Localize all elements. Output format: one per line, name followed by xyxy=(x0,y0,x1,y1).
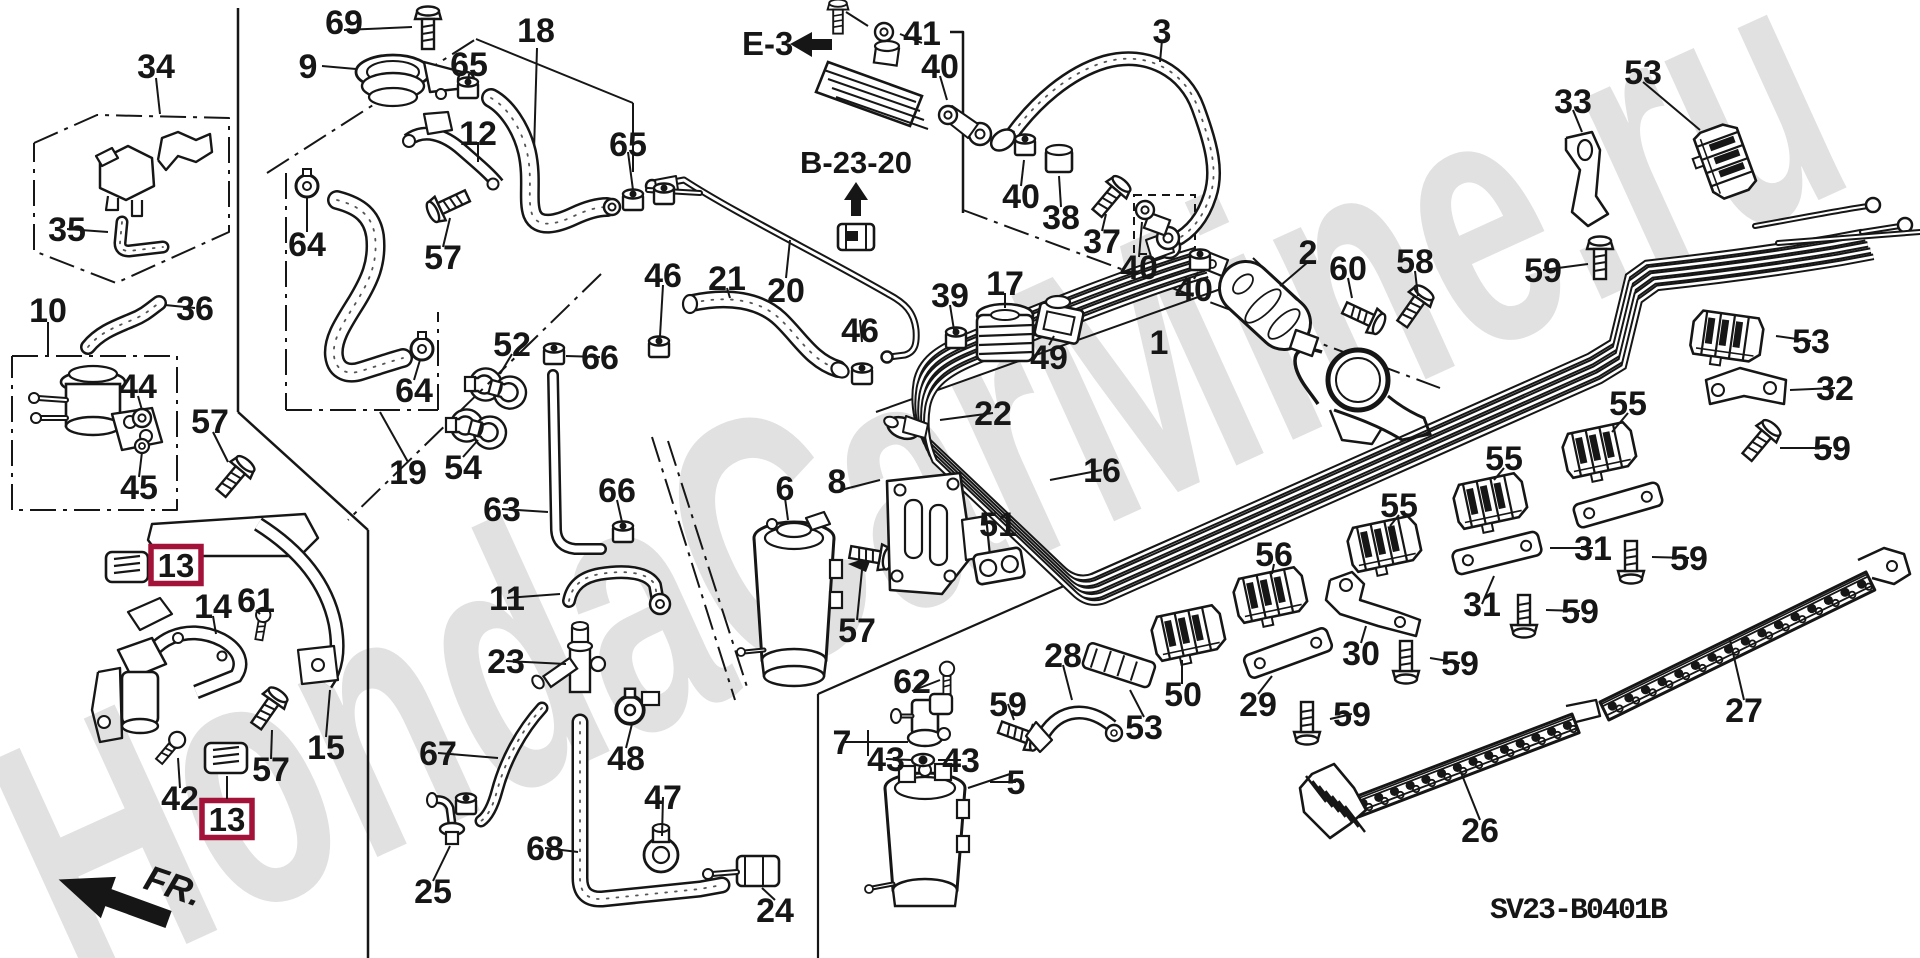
svg-text:33: 33 xyxy=(1554,83,1592,121)
svg-text:B-23-20: B-23-20 xyxy=(800,145,912,180)
svg-text:40: 40 xyxy=(921,48,959,86)
svg-text:13: 13 xyxy=(209,801,246,838)
svg-text:53: 53 xyxy=(1125,709,1163,747)
svg-text:38: 38 xyxy=(1042,199,1080,237)
svg-text:7: 7 xyxy=(833,724,852,762)
svg-text:36: 36 xyxy=(176,290,214,328)
svg-text:43: 43 xyxy=(942,742,980,780)
svg-text:9: 9 xyxy=(299,48,318,86)
svg-text:55: 55 xyxy=(1609,385,1647,423)
svg-text:44: 44 xyxy=(119,368,157,406)
svg-text:61: 61 xyxy=(237,582,275,620)
svg-text:39: 39 xyxy=(931,277,969,315)
svg-text:46: 46 xyxy=(841,312,879,350)
svg-text:53: 53 xyxy=(1624,54,1662,92)
svg-text:57: 57 xyxy=(252,751,290,789)
svg-text:59: 59 xyxy=(1813,430,1851,468)
svg-text:16: 16 xyxy=(1083,452,1121,490)
svg-text:6: 6 xyxy=(776,470,795,508)
svg-text:66: 66 xyxy=(598,472,636,510)
svg-text:8: 8 xyxy=(828,463,847,501)
svg-text:59: 59 xyxy=(1670,540,1708,578)
svg-text:17: 17 xyxy=(986,265,1024,303)
svg-text:29: 29 xyxy=(1239,686,1277,724)
svg-text:48: 48 xyxy=(607,740,645,778)
svg-text:3: 3 xyxy=(1153,13,1172,51)
svg-text:59: 59 xyxy=(989,686,1027,724)
svg-text:23: 23 xyxy=(487,643,525,681)
svg-text:64: 64 xyxy=(288,226,326,264)
svg-text:40: 40 xyxy=(1175,271,1213,309)
svg-text:26: 26 xyxy=(1461,812,1499,850)
svg-text:50: 50 xyxy=(1164,676,1202,714)
svg-text:68: 68 xyxy=(526,830,564,868)
svg-text:54: 54 xyxy=(444,449,482,487)
svg-text:40: 40 xyxy=(1002,178,1040,216)
svg-text:51: 51 xyxy=(979,506,1017,544)
svg-text:55: 55 xyxy=(1380,487,1418,525)
svg-text:60: 60 xyxy=(1329,250,1367,288)
svg-text:49: 49 xyxy=(1030,339,1068,377)
svg-text:58: 58 xyxy=(1396,243,1434,281)
svg-text:37: 37 xyxy=(1083,223,1121,261)
svg-text:40: 40 xyxy=(1120,249,1158,287)
svg-text:59: 59 xyxy=(1333,696,1371,734)
svg-text:64: 64 xyxy=(395,372,433,410)
svg-text:5: 5 xyxy=(1007,764,1026,802)
svg-text:11: 11 xyxy=(489,580,525,618)
svg-text:SV23-B0401B: SV23-B0401B xyxy=(1490,894,1668,928)
svg-text:E-3: E-3 xyxy=(742,25,793,62)
svg-text:67: 67 xyxy=(419,735,457,773)
svg-text:25: 25 xyxy=(414,873,452,911)
svg-text:52: 52 xyxy=(493,326,531,364)
svg-text:56: 56 xyxy=(1255,536,1293,574)
svg-text:57: 57 xyxy=(191,403,229,441)
svg-text:13: 13 xyxy=(158,547,195,584)
svg-text:57: 57 xyxy=(424,239,462,277)
svg-text:15: 15 xyxy=(307,729,345,767)
svg-text:34: 34 xyxy=(137,48,175,86)
svg-text:31: 31 xyxy=(1574,530,1612,568)
svg-text:45: 45 xyxy=(120,469,158,507)
svg-text:19: 19 xyxy=(389,454,427,492)
svg-text:30: 30 xyxy=(1342,635,1380,673)
svg-text:27: 27 xyxy=(1725,692,1763,730)
svg-text:32: 32 xyxy=(1816,370,1854,408)
svg-text:63: 63 xyxy=(483,491,521,529)
svg-text:43: 43 xyxy=(867,741,905,779)
svg-text:55: 55 xyxy=(1485,440,1523,478)
svg-text:14: 14 xyxy=(194,588,232,626)
svg-text:22: 22 xyxy=(974,395,1012,433)
svg-text:65: 65 xyxy=(450,46,488,84)
svg-text:1: 1 xyxy=(1150,324,1169,362)
svg-text:59: 59 xyxy=(1441,645,1479,683)
svg-text:62: 62 xyxy=(893,663,931,701)
svg-text:66: 66 xyxy=(581,339,619,377)
svg-text:20: 20 xyxy=(767,272,805,310)
svg-text:59: 59 xyxy=(1561,593,1599,631)
svg-text:35: 35 xyxy=(48,211,86,249)
svg-text:65: 65 xyxy=(609,126,647,164)
svg-text:42: 42 xyxy=(161,780,199,818)
svg-text:18: 18 xyxy=(517,12,555,50)
svg-text:59: 59 xyxy=(1524,252,1562,290)
svg-text:12: 12 xyxy=(459,115,497,153)
svg-text:31: 31 xyxy=(1463,586,1501,624)
svg-text:28: 28 xyxy=(1044,637,1082,675)
svg-text:2: 2 xyxy=(1299,234,1318,272)
svg-text:57: 57 xyxy=(838,612,876,650)
svg-text:21: 21 xyxy=(708,260,746,298)
svg-text:47: 47 xyxy=(644,779,682,817)
svg-text:46: 46 xyxy=(644,257,682,295)
svg-text:41: 41 xyxy=(903,15,941,53)
svg-text:53: 53 xyxy=(1792,323,1830,361)
svg-text:69: 69 xyxy=(325,4,363,42)
svg-text:24: 24 xyxy=(756,892,794,930)
svg-text:10: 10 xyxy=(29,292,67,330)
